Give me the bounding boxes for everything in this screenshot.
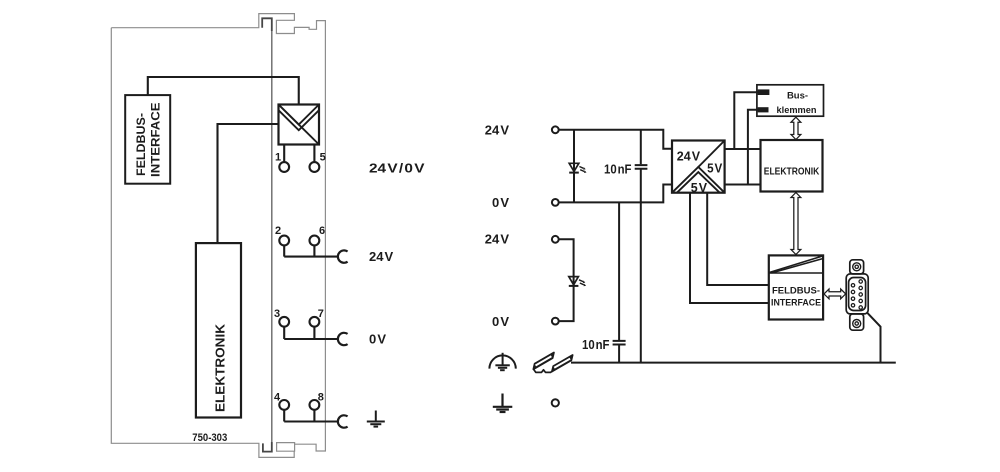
svg-text:0 V: 0 V — [492, 314, 509, 329]
svg-text:1: 1 — [275, 152, 281, 164]
svg-text:INTERFACE: INTERFACE — [771, 298, 821, 309]
svg-text:4: 4 — [274, 392, 281, 404]
svg-text:10 nF: 10 nF — [582, 337, 610, 352]
svg-text:5 V: 5 V — [707, 160, 722, 175]
svg-text:klemmen: klemmen — [777, 105, 817, 116]
svg-text:24 V: 24 V — [485, 123, 510, 138]
svg-text:5 V: 5 V — [691, 180, 708, 195]
svg-text:0 V: 0 V — [369, 332, 386, 347]
svg-text:24 V: 24 V — [369, 249, 394, 264]
svg-text:0 V: 0 V — [492, 195, 509, 210]
svg-text:750-303: 750-303 — [192, 432, 227, 444]
svg-text:ELEKTRONIK: ELEKTRONIK — [764, 166, 820, 177]
svg-text:5: 5 — [320, 152, 326, 164]
svg-text:FELDBUS-: FELDBUS- — [772, 286, 820, 297]
svg-text:8: 8 — [318, 392, 324, 404]
svg-text:10 nF: 10 nF — [604, 161, 632, 176]
svg-text:24 V: 24 V — [677, 149, 701, 164]
svg-text:3: 3 — [274, 308, 280, 320]
svg-text:7: 7 — [318, 308, 324, 320]
svg-text:INTERFACE: INTERFACE — [150, 102, 162, 177]
svg-text:FELDBUS-: FELDBUS- — [136, 113, 148, 176]
svg-text:24 V / 0 V: 24 V / 0 V — [369, 160, 425, 175]
svg-text:Bus-: Bus- — [787, 91, 808, 102]
svg-text:6: 6 — [319, 225, 325, 237]
svg-text:24 V: 24 V — [485, 232, 510, 247]
svg-text:2: 2 — [275, 225, 281, 237]
svg-text:ELEKTRONIK: ELEKTRONIK — [213, 323, 228, 412]
